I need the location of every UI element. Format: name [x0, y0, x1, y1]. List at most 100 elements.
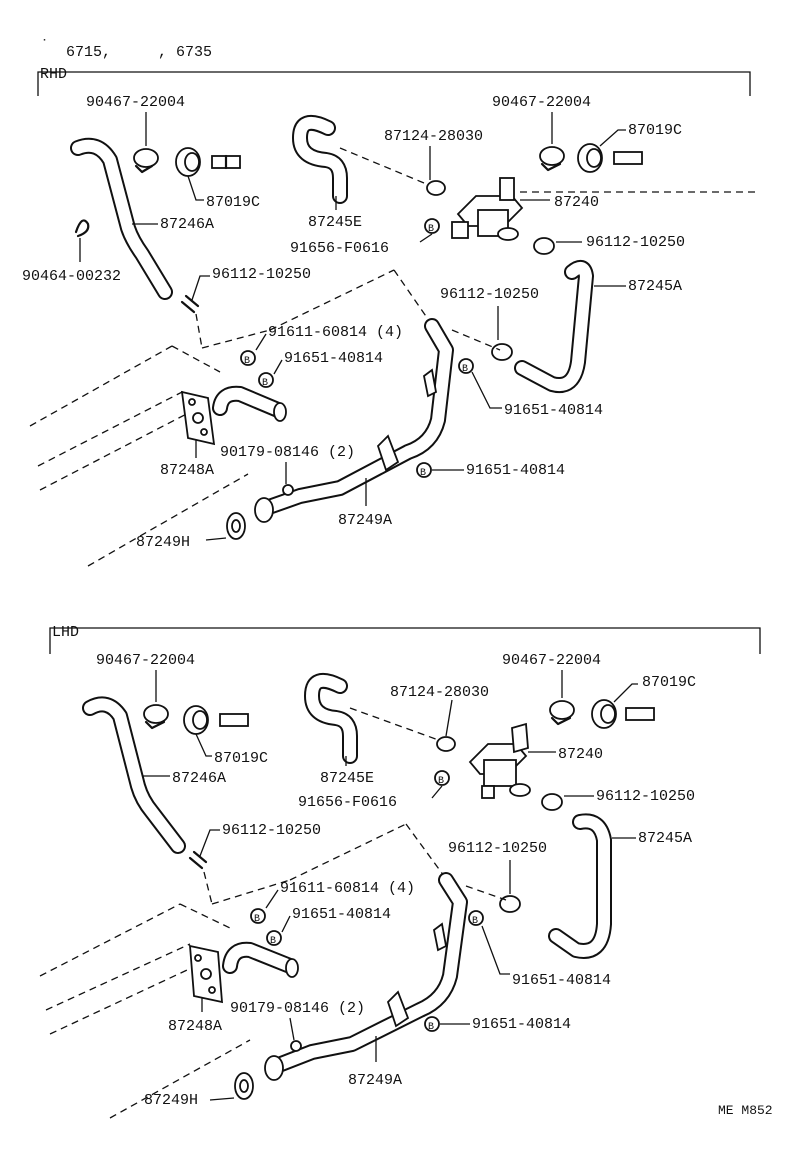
label-87019c-left-lhd: 87019C — [214, 750, 268, 767]
hose-87246a-lhd — [82, 696, 186, 854]
clamp-96112-c-rhd-icon — [491, 343, 513, 361]
label-87245e-lhd: 87245E — [320, 770, 374, 787]
svg-text:B: B — [438, 776, 444, 787]
pipe-87249a-rhd — [254, 318, 454, 523]
clamp-96112-b-rhd-icon — [533, 237, 555, 255]
svg-text:B: B — [428, 1022, 434, 1033]
svg-text:B: B — [472, 916, 478, 927]
clamp-87124-lhd-icon — [436, 736, 456, 752]
label-91611-lhd: 91611-60814 (4) — [280, 880, 415, 897]
plug-87019c-left-lhd-icon — [183, 705, 249, 735]
diagram-code: ME M852 — [718, 1103, 773, 1118]
label-90179-rhd: 90179-08146 (2) — [220, 444, 355, 461]
gasket-87249h-rhd-icon — [226, 512, 246, 540]
lhd-section-frame — [49, 627, 761, 654]
bolt-91651-c-rhd-icon: B — [416, 462, 432, 479]
label-91651-b-rhd: 91651-40814 — [504, 402, 603, 419]
nut-90179-rhd-icon — [282, 484, 294, 496]
label-96112-b-rhd: 96112-10250 — [586, 234, 685, 251]
label-87245e-rhd: 87245E — [308, 214, 362, 231]
lhd-section: LHD 87246A 90467-22004 87019C 87 — [39, 624, 761, 1119]
label-87248a-lhd: 87248A — [168, 1018, 222, 1035]
label-90464-rhd: 90464-00232 — [22, 268, 121, 285]
clip-90467-right-rhd-icon — [539, 146, 565, 172]
hose-87245a-rhd — [514, 259, 594, 393]
label-91651-a-rhd: 91651-40814 — [284, 350, 383, 367]
label-87124-rhd: 87124-28030 — [384, 128, 483, 145]
label-91656-rhd: 91656-F0616 — [290, 240, 389, 257]
hose-87245a-lhd — [548, 813, 612, 959]
plug-87019c-left-rhd-icon — [175, 147, 241, 177]
label-87124-lhd: 87124-28030 — [390, 684, 489, 701]
plug-87019c-right-lhd-icon — [591, 699, 655, 729]
bolt-91651-b-rhd-icon: B — [458, 358, 474, 375]
label-87249a-lhd: 87249A — [348, 1072, 402, 1089]
bolt-91611-rhd-icon: B — [240, 350, 256, 367]
bolt-91611-lhd-icon: B — [250, 908, 266, 925]
label-96112-b-lhd: 96112-10250 — [596, 788, 695, 805]
label-87248a-rhd: 87248A — [160, 462, 214, 479]
bolt-91651-c-lhd-icon: B — [424, 1016, 440, 1033]
valve-87240-rhd-icon — [451, 177, 524, 241]
rhd-section-frame — [37, 71, 751, 96]
pipe-87249a-lhd — [264, 872, 468, 1081]
label-87240-lhd: 87240 — [558, 746, 603, 763]
hose-87245e-lhd — [304, 672, 358, 764]
clamp-96112-b-lhd-icon — [541, 793, 563, 811]
bolt-91656-rhd-icon: B — [424, 218, 440, 235]
label-96112-c-rhd: 96112-10250 — [440, 286, 539, 303]
plate-87248a-lhd-icon — [189, 941, 299, 1004]
label-87245a-lhd: 87245A — [638, 830, 692, 847]
label-91651-c-lhd: 91651-40814 — [472, 1016, 571, 1033]
label-91611-rhd: 91611-60814 (4) — [268, 324, 403, 341]
hose-87246a-rhd — [70, 137, 173, 300]
label-91656-lhd: 91656-F0616 — [298, 794, 397, 811]
label-87249h-lhd: 87249H — [144, 1092, 198, 1109]
rhd-section: RHD 87246A 90464-00232 90467-22004 — [22, 66, 760, 567]
svg-text:B: B — [270, 936, 276, 947]
bolt-91656-lhd-icon: B — [434, 770, 450, 787]
label-87249h-rhd: 87249H — [136, 534, 190, 551]
label-87019c-right-rhd: 87019C — [628, 122, 682, 139]
clip-90467-left-lhd-icon — [143, 704, 169, 730]
svg-text:B: B — [244, 356, 250, 367]
label-87019c-left-rhd: 87019C — [206, 194, 260, 211]
svg-text:B: B — [254, 914, 260, 925]
clamp-96112-a-lhd-icon — [188, 850, 208, 870]
label-90467-left-lhd: 90467-22004 — [96, 652, 195, 669]
svg-text:B: B — [428, 224, 434, 235]
label-96112-a-rhd: 96112-10250 — [212, 266, 311, 283]
lhd-section-label: LHD — [52, 624, 79, 641]
clip-90467-left-rhd-icon — [133, 148, 159, 174]
label-91651-b-lhd: 91651-40814 — [512, 972, 611, 989]
label-96112-c-lhd: 96112-10250 — [448, 840, 547, 857]
clamp-96112-a-rhd-icon — [180, 294, 200, 314]
label-91651-a-lhd: 91651-40814 — [292, 906, 391, 923]
plug-87019c-right-rhd-icon — [577, 143, 643, 173]
clamp-90464-icon — [74, 219, 90, 238]
label-87246a-lhd: 87246A — [172, 770, 226, 787]
label-90467-left-rhd: 90467-22004 — [86, 94, 185, 111]
label-87019c-right-lhd: 87019C — [642, 674, 696, 691]
label-87245a-rhd: 87245A — [628, 278, 682, 295]
rhd-section-label: RHD — [40, 66, 67, 83]
label-91651-c-rhd: 91651-40814 — [466, 462, 565, 479]
label-87246a-rhd: 87246A — [160, 216, 214, 233]
label-96112-a-lhd: 96112-10250 — [222, 822, 321, 839]
label-90467-right-rhd: 90467-22004 — [492, 94, 591, 111]
label-87240-rhd: 87240 — [554, 194, 599, 211]
hose-87245e-rhd — [292, 114, 348, 204]
svg-text:B: B — [420, 468, 426, 479]
plate-87248a-rhd-icon — [180, 385, 287, 446]
bolt-91651-a-rhd-icon: B — [258, 372, 274, 389]
label-87249a-rhd: 87249A — [338, 512, 392, 529]
header-dot: ˙ — [40, 38, 49, 55]
valve-87240-lhd-icon — [468, 722, 531, 799]
header-models-a: 6715, — [66, 44, 111, 61]
clip-90467-right-lhd-icon — [549, 700, 575, 726]
bolt-91651-a-lhd-icon: B — [266, 930, 282, 947]
nut-90179-lhd-icon — [290, 1040, 302, 1052]
svg-text:B: B — [262, 378, 268, 389]
bolt-91651-b-lhd-icon: B — [468, 910, 484, 927]
